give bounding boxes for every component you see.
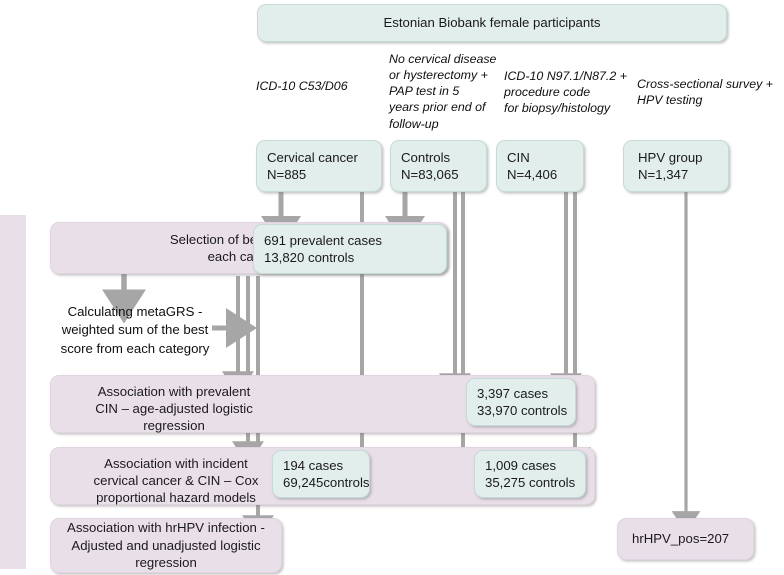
cohort-box-cin: CIN N=4,406 (496, 140, 584, 192)
cohort-box-controls: Controls N=83,065 (390, 140, 487, 192)
result-line: 35,275 controls (485, 475, 576, 490)
result-line: 33,970 controls (477, 403, 568, 418)
header-box: Estonian Biobank female participants (257, 4, 727, 42)
note-line: Calculating metaGRS - (67, 304, 203, 319)
note-metagrs: Calculating metaGRS - weighted sum of th… (52, 303, 218, 358)
criteria-label-cervical-cancer: ICD-10 C53/D06 (256, 78, 386, 94)
result-line: 691 prevalent cases (264, 232, 383, 248)
criteria-line: No cervical disease (389, 52, 497, 66)
cohort-line: N=885 (267, 167, 307, 182)
criteria-label-hpv: Cross-sectional survey + HPV testing (637, 76, 784, 108)
method-line: regression (143, 418, 205, 433)
criteria-line: ICD-10 N97.1/N87.2 + (504, 69, 627, 83)
result-box-hrhpv: hrHPV_pos=207 (617, 518, 754, 560)
criteria-line: HPV testing (637, 93, 703, 108)
result-line: 3,397 cases (477, 385, 549, 401)
method-line: CIN – age-adjusted logistic (95, 401, 253, 416)
note-line: score from each category (60, 340, 210, 356)
prs-band (0, 215, 26, 569)
criteria-line: procedure code (504, 85, 591, 100)
prs-band-label-wrap: PRS (0, 372, 40, 398)
method-line: cervical cancer & CIN – Cox (93, 473, 259, 488)
method-line: Association with hrHPV infection - (67, 520, 265, 536)
note-line: weighted sum of the best (61, 322, 209, 338)
criteria-line: or hysterectomy + (389, 68, 488, 83)
criteria-line: ICD-10 C53/D06 (256, 79, 348, 93)
method-line: Adjusted and unadjusted logistic (71, 537, 261, 553)
method-line: proportional hazard models (96, 490, 256, 505)
cohort-line: N=4,406 (507, 167, 558, 182)
result-box-prevalent-cin: 3,397 cases 33,970 controls (466, 378, 576, 426)
criteria-label-cin: ICD-10 N97.1/N87.2 + procedure code for … (504, 68, 629, 116)
cohort-line: N=1,347 (638, 167, 689, 182)
cohort-box-cervical-cancer: Cervical cancer N=885 (256, 140, 382, 192)
cohort-line: N=83,065 (401, 167, 459, 182)
cohort-line: Cervical cancer (267, 149, 358, 165)
cohort-line: Controls (401, 149, 451, 165)
result-box-incident-cin: 1,009 cases 35,275 controls (474, 450, 586, 498)
cohort-box-hpv-group: HPV group N=1,347 (623, 140, 729, 192)
criteria-label-controls: No cervical disease or hysterectomy + PA… (389, 51, 501, 132)
result-box-incident-cancer: 194 cases 69,245controls (272, 450, 370, 498)
result-line: 13,820 controls (264, 250, 355, 265)
method-line: Association with prevalent (97, 384, 251, 399)
criteria-line: follow-up (389, 116, 439, 131)
result-line: hrHPV_pos=207 (632, 531, 730, 547)
cohort-line: HPV group (638, 149, 703, 165)
cohort-line: CIN (507, 149, 530, 165)
criteria-line: Cross-sectional survey + (637, 77, 774, 91)
criteria-line: PAP test in 5 (389, 84, 460, 99)
header-title: Estonian Biobank female participants (383, 15, 601, 31)
method-line: regression (135, 555, 197, 571)
result-line: 194 cases (283, 457, 344, 473)
result-box-prevalent-cancer: 691 prevalent cases 13,820 controls (253, 224, 447, 274)
method-box-hrhpv: Association with hrHPV infection - Adjus… (50, 518, 282, 573)
criteria-line: years prior end of (389, 100, 486, 115)
result-line: 1,009 cases (485, 457, 557, 473)
result-line: 69,245controls (283, 475, 370, 490)
method-line: Association with incident (104, 456, 248, 471)
criteria-line: for biopsy/histology (504, 101, 611, 116)
